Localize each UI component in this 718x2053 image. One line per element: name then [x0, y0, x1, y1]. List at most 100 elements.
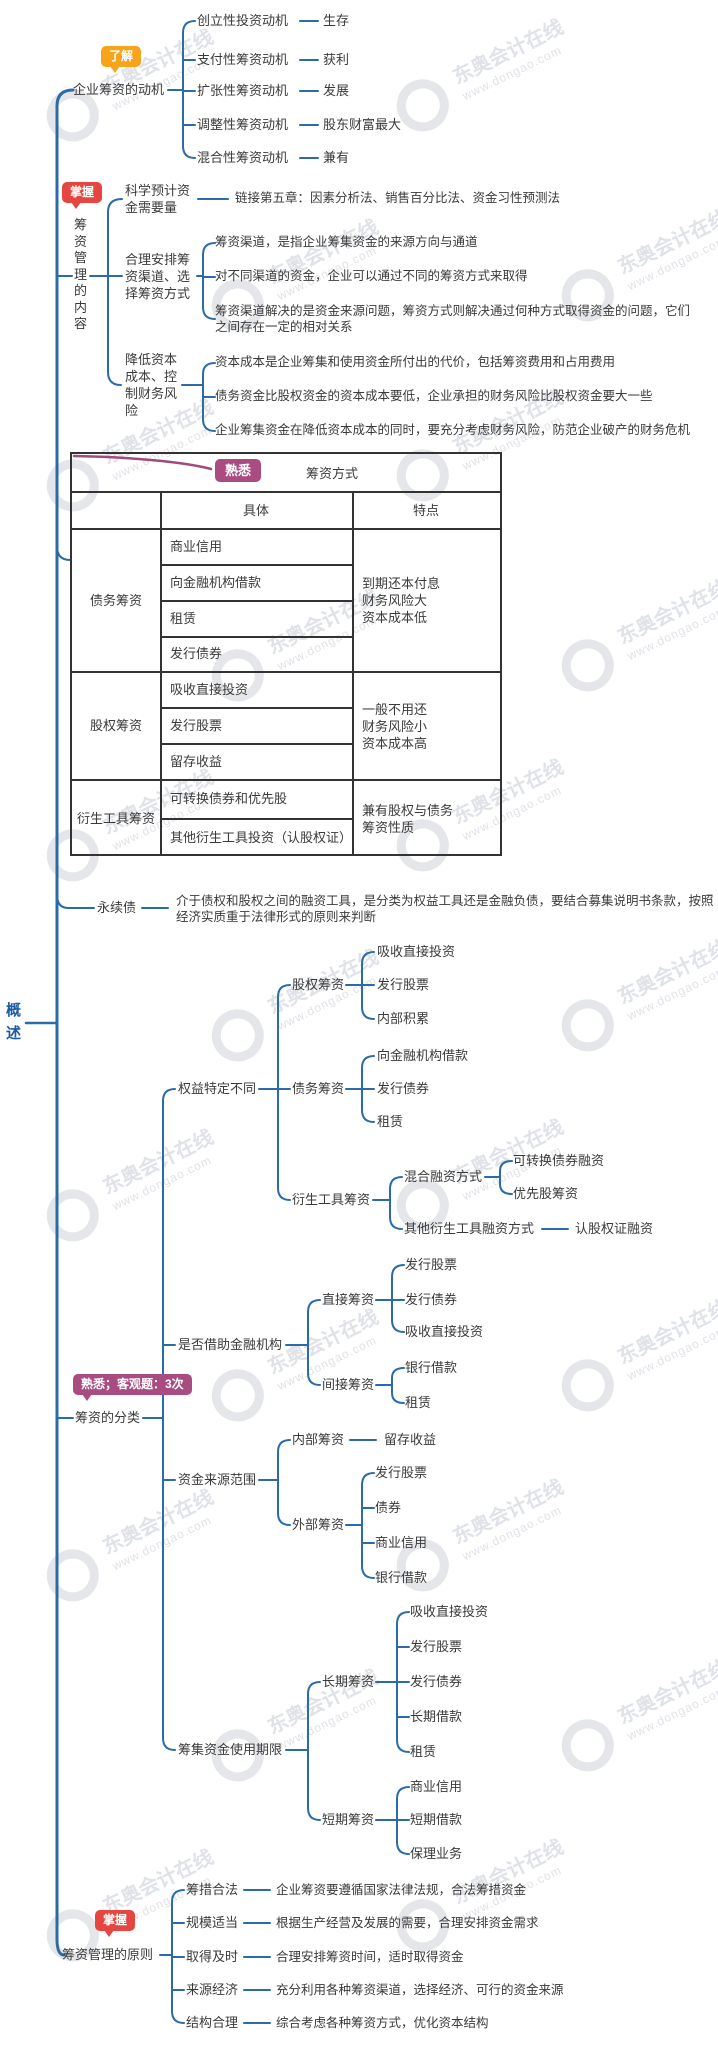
table-divider: [160, 743, 352, 745]
indirect-label: 间接筹资: [322, 1377, 375, 1392]
leaf-item: 留存收益: [384, 1432, 437, 1447]
leaf-item: 吸收直接投资: [405, 1324, 484, 1339]
principle-label: 取得及时: [186, 1949, 239, 1964]
leaf-item: 商业信用: [410, 1779, 463, 1794]
motive-item-value: 兼有: [323, 150, 350, 165]
principle-desc: 合理安排筹资时间，适时取得资金: [276, 1950, 464, 1964]
table-badge-leader: [72, 454, 213, 471]
leaf-item: 发行债券: [377, 1081, 430, 1096]
leaf-item: 发行债券: [405, 1292, 458, 1307]
leaf-item: 可转换债券融资: [513, 1153, 605, 1168]
motive-item-label: 扩张性筹资动机: [197, 83, 289, 98]
motive-item-label: 调整性筹资动机: [197, 117, 289, 132]
derivative-group-label: 衍生工具筹资: [292, 1192, 371, 1207]
table-cell: 吸收直接投资: [170, 682, 249, 697]
motive-item-value: 获利: [323, 52, 350, 67]
table-group-name: 股权筹资: [89, 718, 142, 733]
table-divider: [160, 707, 352, 709]
leaf-item: 向金融机构借款: [377, 1048, 469, 1063]
branch-motives-label: 企业筹资的动机: [73, 82, 165, 97]
level-badge-liaojie: 了解: [101, 46, 142, 73]
root-node: 概述: [6, 1002, 22, 1042]
motive-item-value: 发展: [323, 83, 350, 98]
leaf-item: 发行股票: [375, 1465, 428, 1480]
financing-methods-table: 熟悉 筹资方式 具体 特点 债务筹资 商业信用 向金融机构借款 租赁 发行债券 …: [70, 452, 502, 856]
class-by-institution-label: 是否借助金融机构: [178, 1337, 283, 1352]
short-term-label: 短期筹资: [322, 1812, 375, 1827]
content-cost-point: 企业筹集资金在降低资本成本的同时，要充分考虑财务风险，防范企业破产的财务危机: [215, 423, 691, 437]
leaf-item: 短期借款: [410, 1812, 463, 1827]
table-divider: [72, 491, 500, 493]
classification-connectors: [142, 951, 569, 1855]
table-divider: [72, 671, 500, 673]
level-badge-zhangwo: 掌握: [62, 182, 103, 209]
motive-item-label: 创立性投资动机: [197, 13, 289, 28]
leaf-item: 认股权证融资: [575, 1221, 654, 1236]
content-forecast-desc: 链接第五章：因素分析法、销售百分比法、资金习性预测法: [235, 191, 561, 205]
leaf-item: 债券: [375, 1500, 402, 1515]
table-cell: 向金融机构借款: [170, 575, 262, 590]
table-group-name: 债务筹资: [89, 593, 142, 608]
table-cell: 商业信用: [170, 539, 223, 554]
equity-group-label: 股权筹资: [292, 977, 345, 992]
table-feature: 到期还本付息 财务风险大 资本成本低: [362, 576, 441, 625]
leaf-item: 租赁: [405, 1395, 432, 1410]
table-cell: 发行股票: [170, 718, 223, 733]
leaf-item: 内部积累: [377, 1011, 430, 1026]
content-cost-point: 资本成本是企业筹集和使用资金所付出的代价，包括筹资费用和占用费用: [215, 355, 616, 369]
principles-connectors: [159, 1889, 271, 2024]
table-divider: [160, 600, 352, 602]
table-cell: 可转换债券和优先股: [170, 791, 288, 806]
table-divider: [352, 491, 354, 854]
table-divider: [72, 528, 500, 530]
spine-line: [55, 88, 75, 1957]
leaf-item: 保理业务: [410, 1846, 463, 1861]
principle-desc: 企业筹资要遵循国家法律法规，合法筹措资金: [276, 1883, 527, 1897]
content-channel-point: 筹资渠道，是指企业筹集资金的来源方向与通道: [215, 235, 478, 249]
class-by-equity-label: 权益特定不同: [178, 1081, 257, 1096]
principle-desc: 根据生产经营及发展的需要，合理安排资金需求: [276, 1916, 539, 1930]
principle-desc: 综合考虑各种筹资方式，优化资本结构: [276, 2016, 489, 2030]
leaf-item: 吸收直接投资: [377, 944, 456, 959]
principle-label: 结构合理: [186, 2015, 239, 2030]
table-divider: [160, 564, 352, 566]
branch-classification-label: 筹资的分类: [75, 1410, 141, 1425]
table-divider: [160, 818, 352, 820]
leaf-item: 租赁: [410, 1744, 437, 1759]
content-cost-point: 债务资金比股权资金的资本成本要低，企业承担的财务风险比股权资金要大一些: [215, 389, 653, 403]
content-channel-point: 对不同渠道的资金，企业可以通过不同的筹资方式来取得: [215, 269, 528, 283]
long-term-label: 长期筹资: [322, 1674, 375, 1689]
class-by-source-label: 资金来源范围: [178, 1472, 257, 1487]
table-group-name: 衍生工具筹资: [76, 811, 155, 826]
motive-item-value: 股东财富最大: [323, 117, 402, 132]
content-channel-point: 筹资渠道解决的是资金来源问题，筹资方式则解决通过何种方式取得资金的问题，它们之间…: [215, 304, 691, 334]
leaf-item: 银行借款: [375, 1570, 428, 1585]
motive-item-value: 生存: [323, 13, 350, 28]
leaf-item: 租赁: [377, 1114, 404, 1129]
branch-perpetual-label: 永续债: [97, 900, 137, 915]
direct-label: 直接筹资: [322, 1292, 375, 1307]
class-by-term-label: 筹集资金使用期限: [178, 1742, 283, 1757]
content-channel-label: 合理安排筹资渠道、选择筹资方式: [125, 252, 191, 301]
motive-item-label: 支付性筹资动机: [197, 52, 289, 67]
table-divider: [72, 779, 500, 781]
table-cell: 留存收益: [170, 754, 223, 769]
content-cost-label: 降低资本成本、控制财务风险: [125, 352, 178, 418]
leaf-item: 发行股票: [405, 1257, 458, 1272]
table-col-specific: 具体: [242, 503, 269, 518]
table-col-feature: 特点: [412, 503, 439, 518]
level-badge-zhangwo2: 掌握: [95, 1910, 136, 1937]
table-feature: 兼有股权与债务 筹资性质: [362, 803, 454, 835]
branch-principles-label: 筹资管理的原则: [62, 1947, 154, 1962]
hybrid-label: 混合融资方式: [404, 1169, 483, 1184]
table-cell: 租赁: [170, 611, 197, 626]
leaf-item: 银行借款: [405, 1360, 458, 1375]
table-feature: 一般不用还 财务风险小 资本成本高: [362, 702, 428, 751]
principle-label: 来源经济: [186, 1982, 239, 1997]
leaf-item: 长期借款: [410, 1709, 463, 1724]
branch-connectors: [56, 20, 319, 1419]
table-divider: [160, 636, 352, 638]
debt-group-label: 债务筹资: [292, 1081, 345, 1096]
